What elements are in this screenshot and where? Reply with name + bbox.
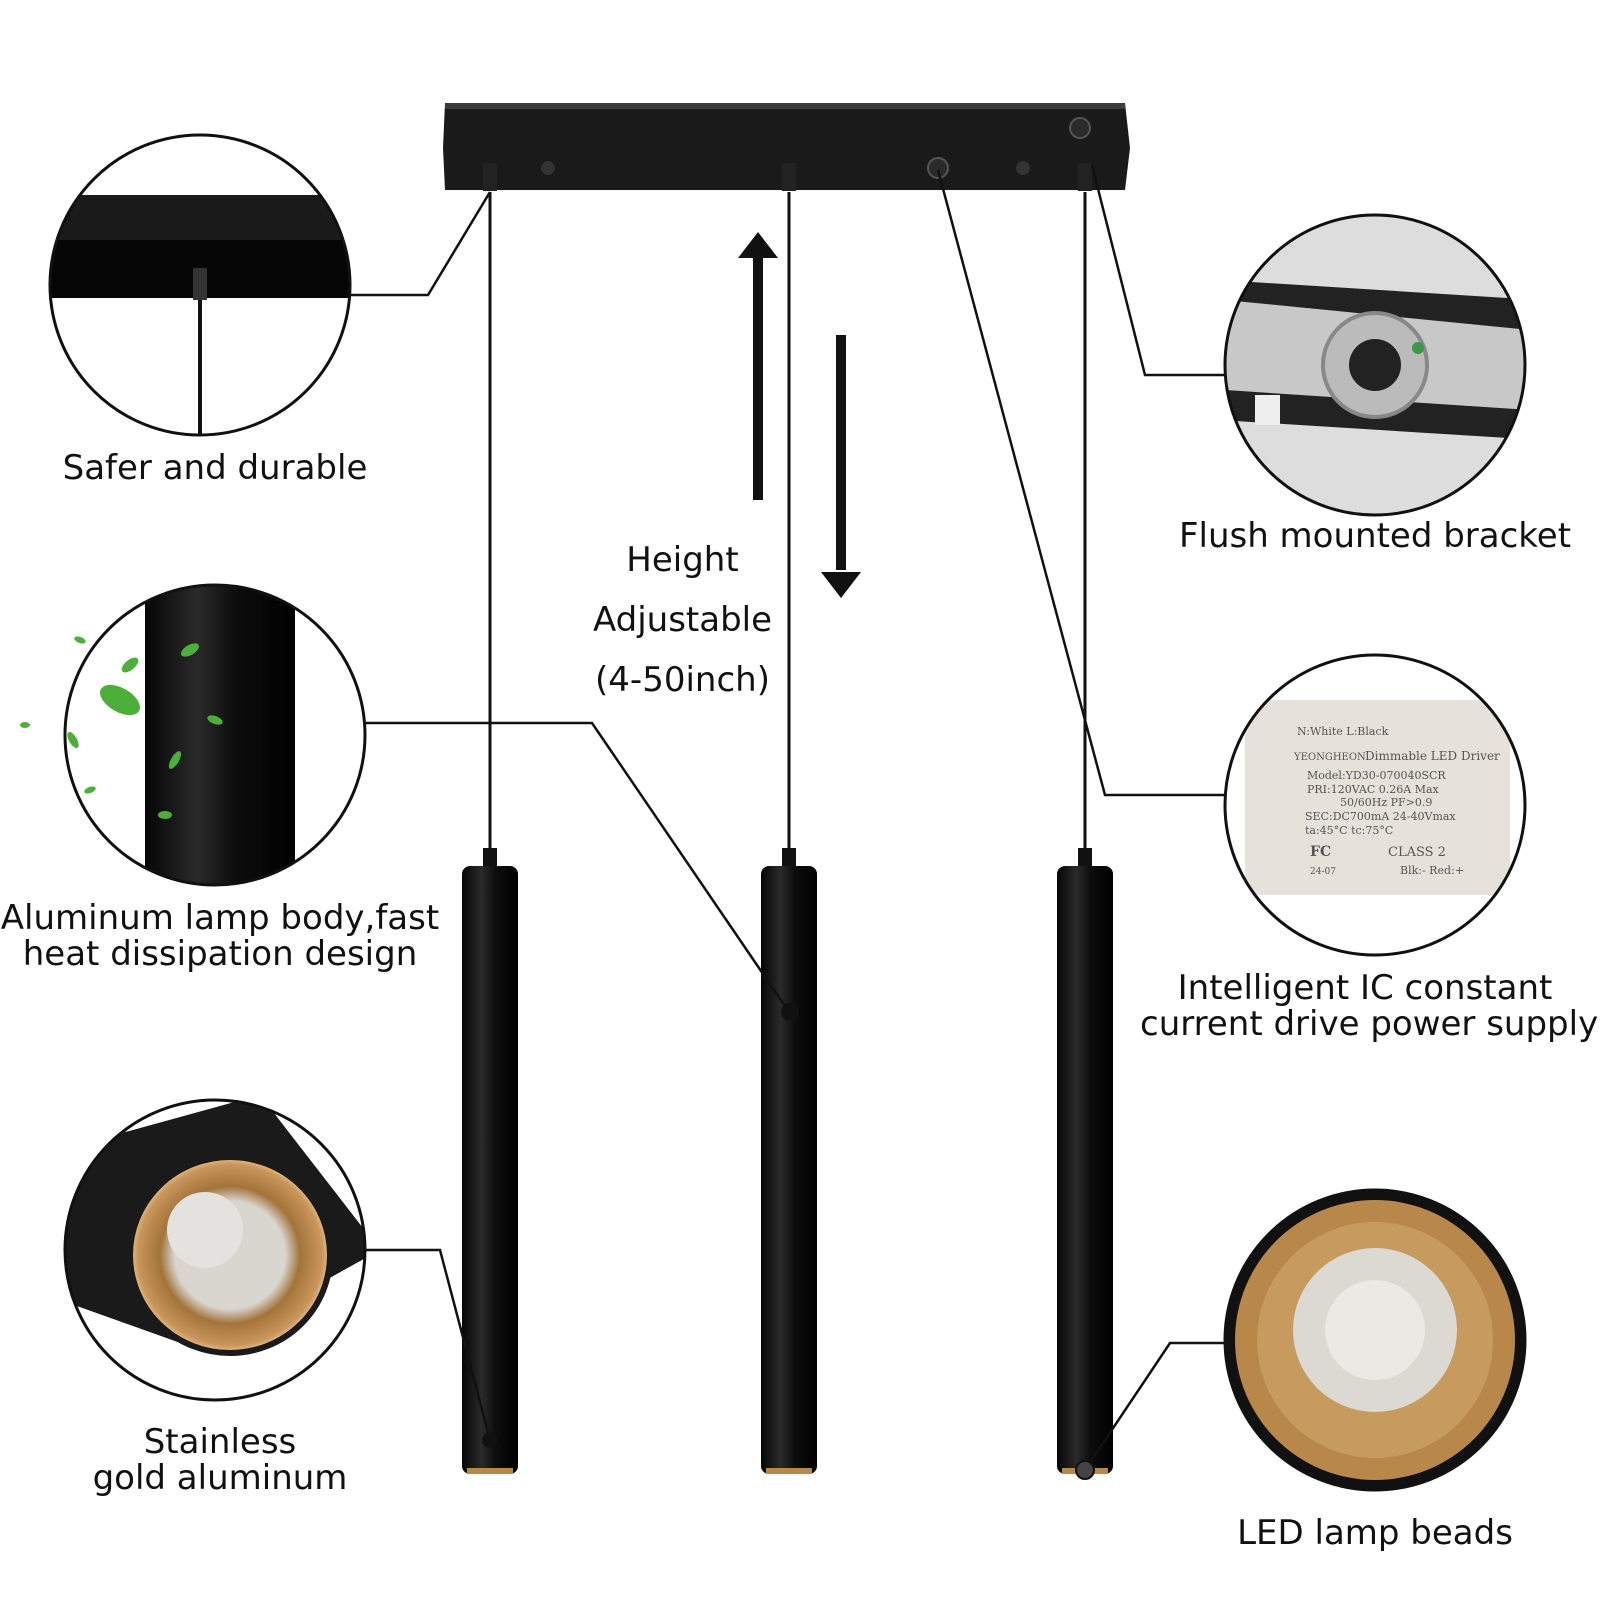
label-flush-bracket: Flush mounted bracket	[1178, 516, 1572, 556]
height-line-3: (4-50inch)	[595, 660, 770, 700]
height-line-2: Adjustable	[592, 600, 773, 640]
height-line-1: Height	[626, 540, 739, 580]
label-gold-aluminum: Stainless gold aluminum	[92, 1422, 348, 1498]
down-arrow-icon	[821, 335, 861, 598]
up-arrow-icon	[738, 232, 778, 500]
fc-mark-icon: FC	[1310, 844, 1331, 860]
driver-sec: SEC:DC700mA 24-40Vmax	[1305, 810, 1456, 823]
canopy	[443, 103, 1130, 191]
detail-canopy-closeup	[48, 133, 352, 437]
label-height-adjustable: Height Adjustable (4-50inch)	[575, 530, 790, 710]
leader-lines	[350, 164, 1225, 1471]
detail-bracket	[1223, 213, 1527, 517]
pendant-tube-middle	[761, 848, 817, 1474]
detail-led-beads	[1223, 1188, 1527, 1492]
driver-output: Blk:- Red:+	[1400, 864, 1464, 877]
pendant-tube-right	[1057, 848, 1113, 1474]
driver-product: Dimmable LED Driver	[1365, 749, 1500, 763]
driver-pri: PRI:120VAC 0.26A Max	[1307, 783, 1440, 796]
label-led-beads: LED lamp beads	[1237, 1513, 1513, 1553]
driver-model: Model:YD30-070040SCR	[1307, 769, 1446, 782]
pendant-tube-left	[462, 848, 518, 1474]
driver-class: CLASS 2	[1388, 845, 1446, 860]
label-driver: Intelligent IC constant current drive po…	[1140, 968, 1599, 1044]
driver-brand: YEONGHEON	[1293, 752, 1366, 763]
label-safer-durable: Safer and durable	[62, 448, 368, 488]
detail-aluminum-body	[63, 583, 367, 887]
driver-freq: 50/60Hz PF>0.9	[1340, 796, 1432, 809]
leaf-icons	[20, 636, 140, 794]
driver-label-text: N:White L:Black YEONGHEON Dimmable LED D…	[1293, 725, 1500, 877]
detail-gold-cup	[63, 1098, 367, 1402]
label-aluminum-body: Aluminum lamp body,fast heat dissipation…	[0, 898, 440, 974]
driver-wires: N:White L:Black	[1297, 725, 1389, 738]
driver-date: 24-07	[1310, 867, 1336, 877]
detail-driver	[1223, 653, 1527, 957]
cords	[488, 192, 1087, 860]
driver-temps: ta:45°C tc:75°C	[1305, 824, 1393, 837]
